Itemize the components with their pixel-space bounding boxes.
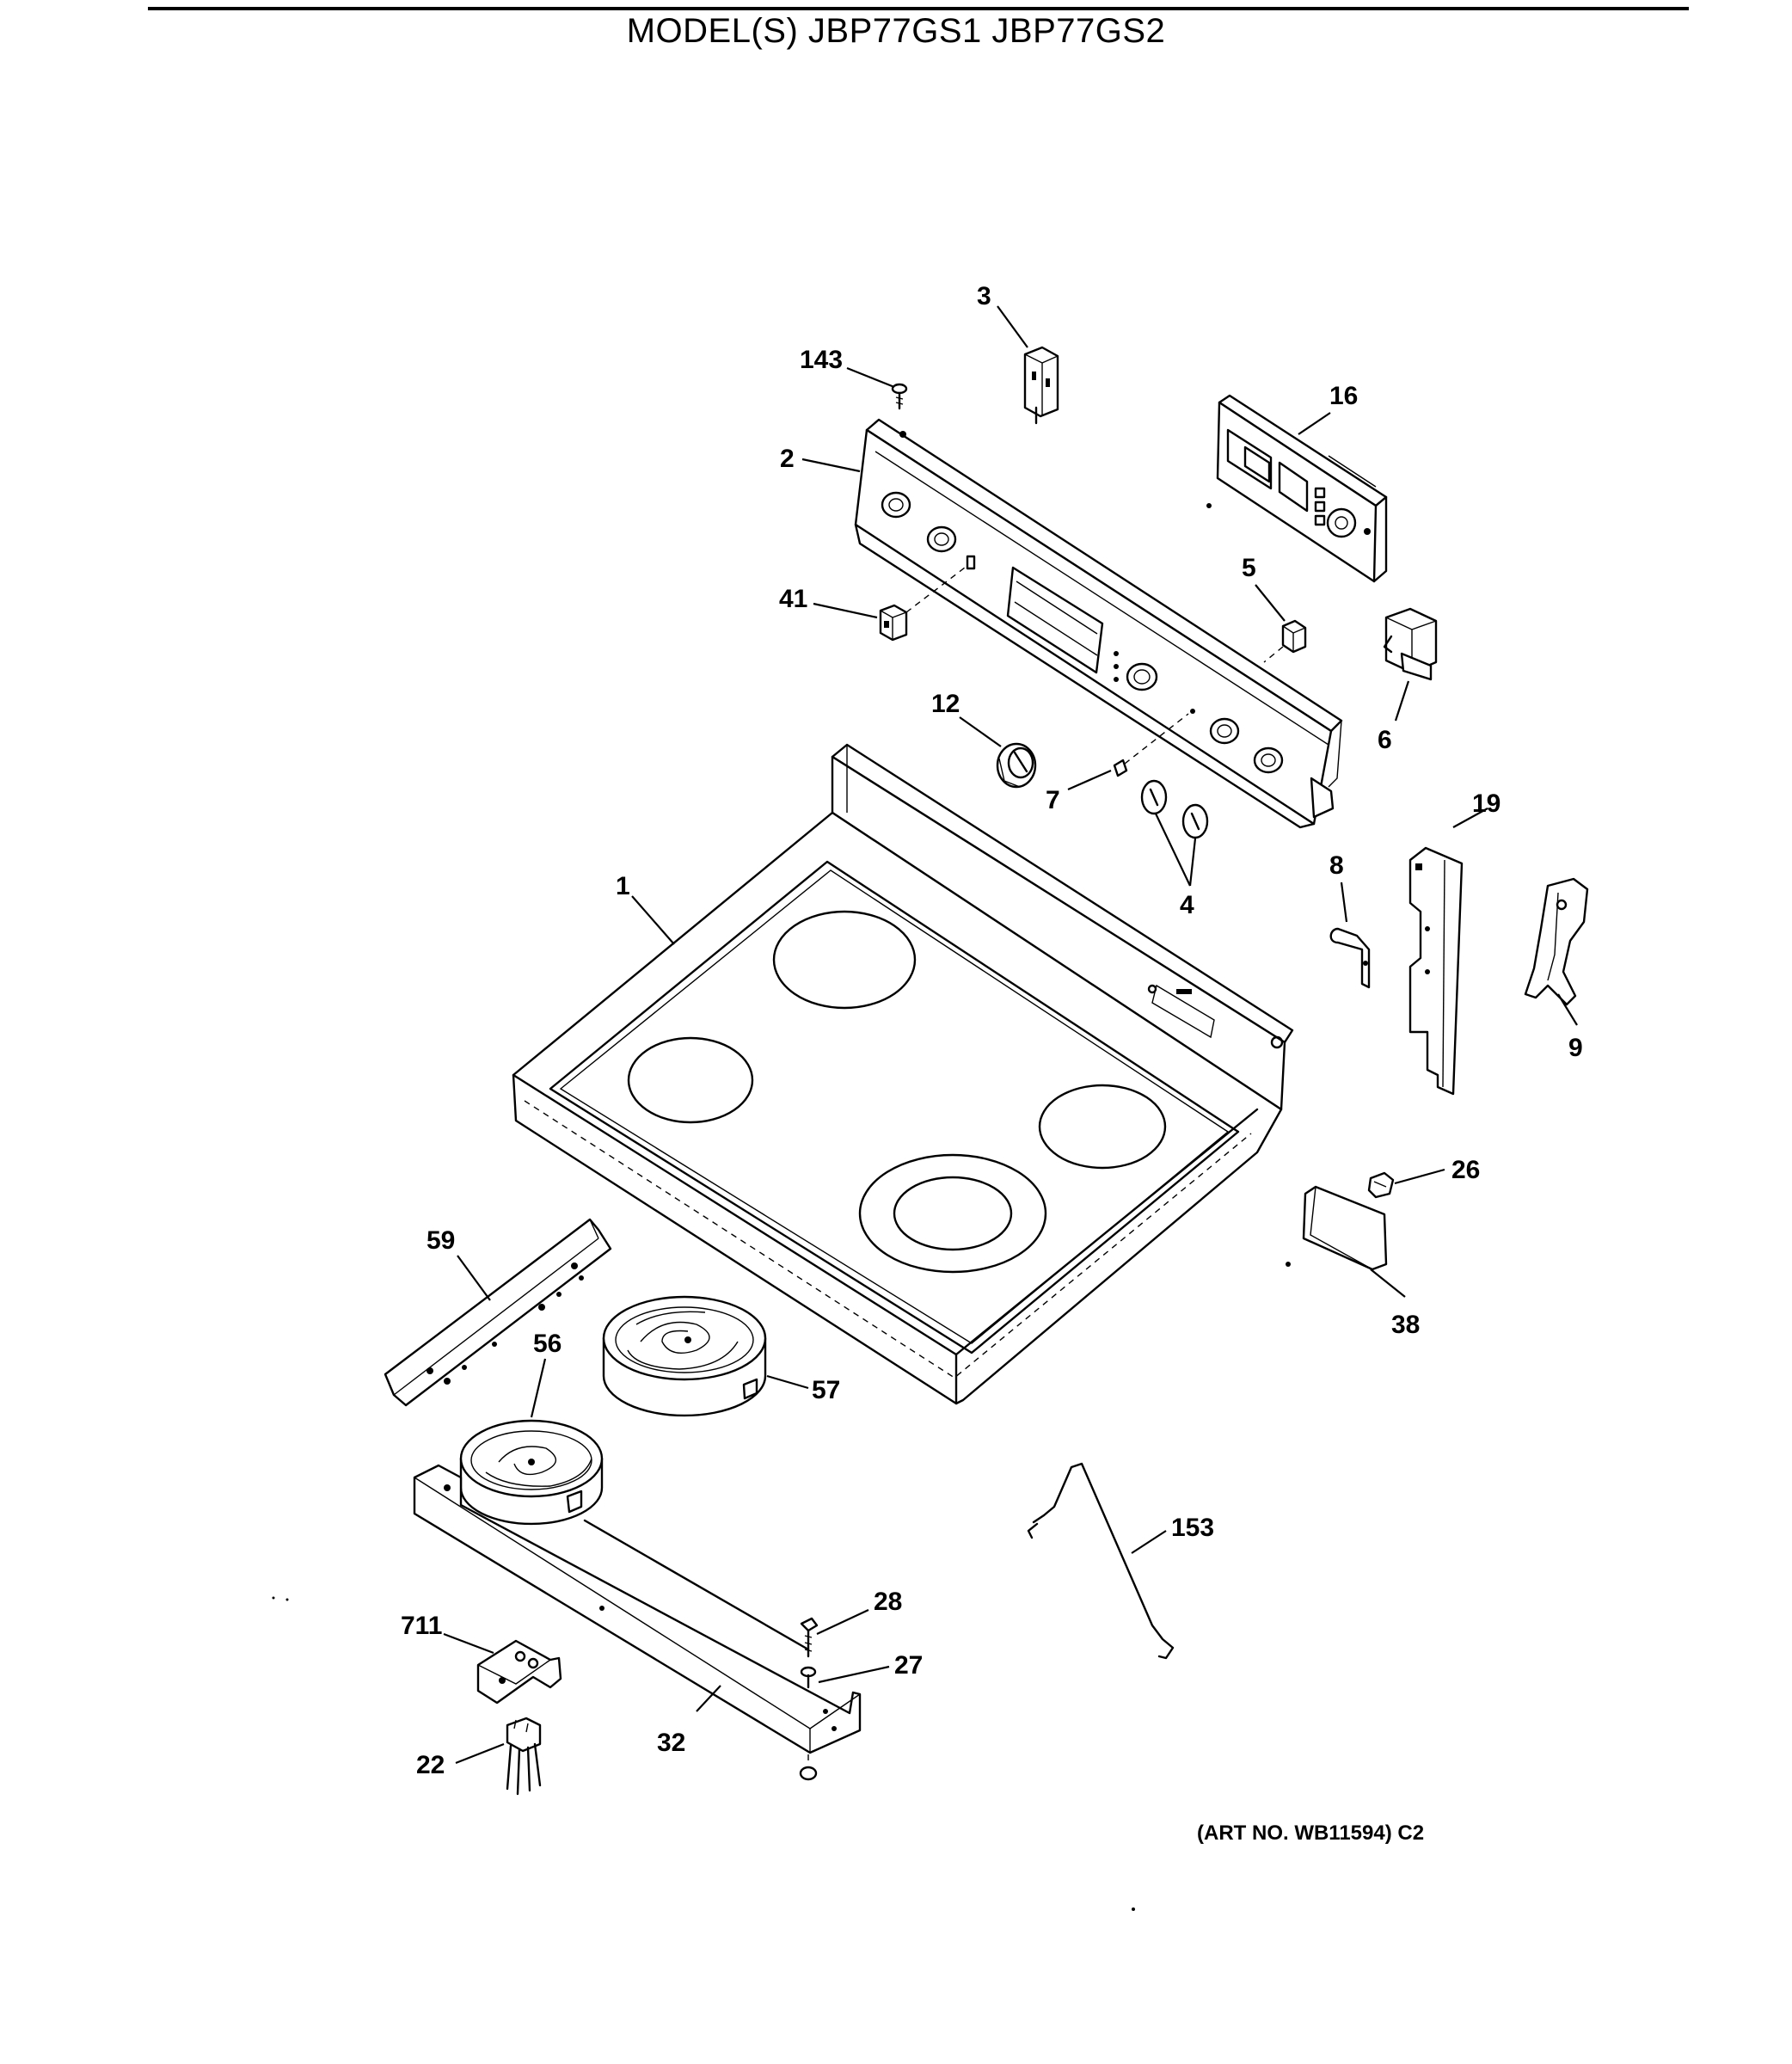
part-small-switch — [879, 567, 966, 642]
page-title: MODEL(S) JBP77GS1 JBP77GS2 — [626, 12, 1166, 50]
part-wire — [1027, 1462, 1175, 1660]
callout-5: 5 — [1242, 554, 1256, 582]
callout-38: 38 — [1391, 1311, 1420, 1339]
part-element-support — [413, 1464, 862, 1754]
callout-2: 2 — [780, 445, 795, 473]
callout-28: 28 — [874, 1588, 902, 1616]
part-terminal-cover — [1286, 1185, 1388, 1271]
callout-26: 26 — [1451, 1156, 1480, 1184]
part-cooktop-main-top — [512, 743, 1294, 1405]
callout-19: 19 — [1472, 789, 1500, 818]
callout-7: 7 — [1046, 786, 1060, 814]
callout-8: 8 — [1329, 851, 1344, 880]
leader-lines — [443, 305, 1578, 1765]
callout-numbers: 3 143 16 2 5 41 12 6 7 19 8 1 4 9 26 59 … — [401, 282, 1583, 1779]
callout-57: 57 — [812, 1376, 840, 1404]
callout-22: 22 — [416, 1751, 445, 1779]
callout-16: 16 — [1329, 382, 1358, 410]
callout-59: 59 — [427, 1226, 455, 1255]
part-clip — [1263, 619, 1307, 663]
part-control-panel — [854, 418, 1343, 829]
callout-9: 9 — [1568, 1034, 1583, 1062]
part-small-clip — [1367, 1171, 1395, 1199]
callout-12: 12 — [931, 690, 960, 718]
part-side-trim — [1524, 877, 1589, 1006]
part-switch — [1023, 346, 1059, 425]
callout-143: 143 — [800, 346, 843, 374]
part-radiant-element-small — [459, 1419, 604, 1526]
part-side-bracket-right — [1408, 846, 1464, 1096]
part-relay — [1383, 607, 1438, 681]
callout-27: 27 — [894, 1651, 923, 1680]
part-knob — [996, 742, 1037, 789]
part-screw — [891, 383, 908, 410]
part-control-board — [1206, 394, 1388, 583]
callout-56: 56 — [533, 1330, 562, 1358]
scan-specks — [272, 1596, 1135, 1911]
callout-3: 3 — [977, 282, 991, 310]
top-rule — [148, 7, 1689, 10]
part-front-rail — [384, 1218, 612, 1407]
part-stud — [799, 1666, 818, 1781]
part-radiant-element-large — [602, 1295, 767, 1417]
part-bolt — [800, 1617, 819, 1658]
callout-1: 1 — [616, 872, 630, 900]
part-button — [1113, 713, 1189, 777]
callout-153: 153 — [1171, 1514, 1214, 1542]
part-terminal-bracket — [476, 1639, 562, 1705]
callout-32: 32 — [657, 1729, 685, 1757]
callout-4: 4 — [1180, 891, 1194, 919]
callout-711: 711 — [401, 1612, 442, 1640]
callout-41: 41 — [779, 585, 807, 613]
part-knob-pair — [1140, 779, 1209, 839]
part-hook — [1329, 927, 1371, 989]
part-terminal-block — [506, 1717, 542, 1796]
art-number: (ART NO. WB11594) C2 — [1197, 1821, 1425, 1845]
callout-6: 6 — [1378, 726, 1392, 754]
